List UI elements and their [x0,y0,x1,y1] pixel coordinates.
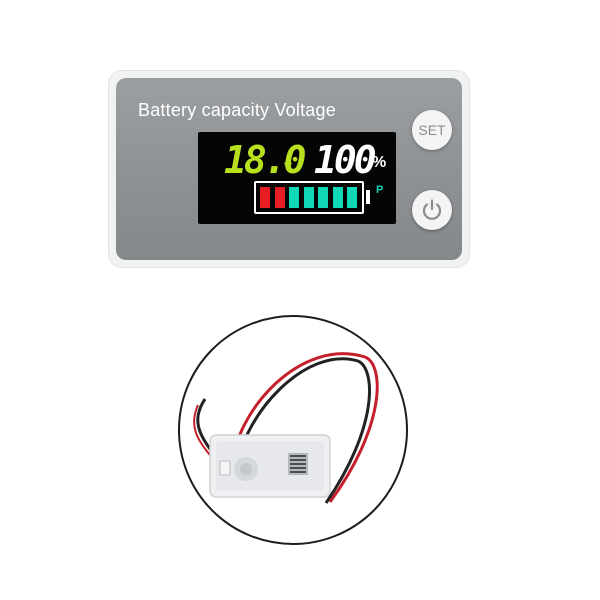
power-icon [422,199,442,220]
pcb-module-with-wires-icon [193,352,379,504]
set-button[interactable]: SET [412,110,452,150]
battery-segment [332,187,343,208]
lcd-display: 18.0 V 100 % P [198,132,396,224]
battery-gauge-icon [254,181,364,214]
meter-title: Battery capacity Voltage [138,100,336,120]
voltage-readout: 18.0 [224,138,306,182]
battery-segment [303,187,314,208]
inset-photo-circle [178,315,408,545]
battery-segment [260,187,270,208]
battery-meter-module: Battery capacity Voltage 18.0 V 100 % P … [108,70,470,268]
mode-indicator: P [376,184,384,196]
voltage-unit: V [284,160,293,174]
set-button-label: SET [418,122,446,138]
battery-segment [347,187,357,208]
meter-bezel: Battery capacity Voltage 18.0 V 100 % P … [116,78,462,260]
battery-segment [289,187,299,208]
battery-segment [274,187,285,208]
percent-unit: % [372,154,387,171]
battery-cap [366,190,370,204]
percent-readout: 100 [314,138,377,182]
power-button[interactable] [412,190,452,230]
battery-segment [318,187,328,208]
